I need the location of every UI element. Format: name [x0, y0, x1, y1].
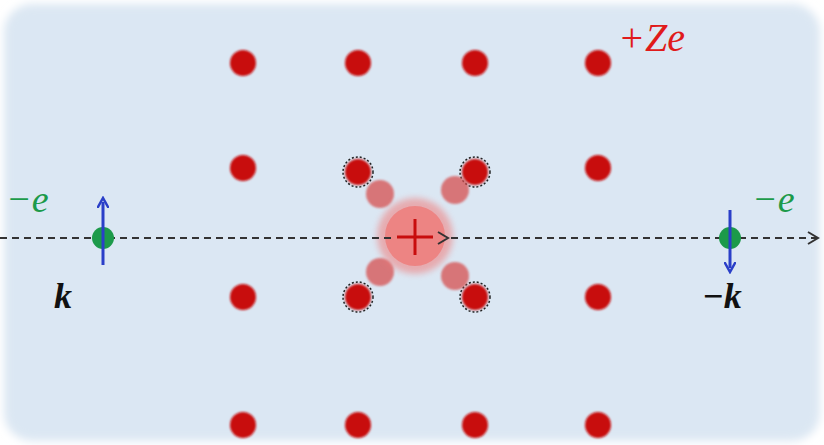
momentum-label: k [54, 278, 72, 314]
charge-label: −e [752, 180, 795, 218]
spin-up-arrow [102, 202, 105, 265]
polarization-core [385, 206, 445, 266]
electron-path [448, 237, 818, 239]
spin-down-arrow [729, 210, 732, 268]
displaced-ion-sites [343, 157, 490, 312]
positive-sign [397, 219, 433, 255]
momentum-label: −k [702, 278, 742, 314]
lattice-ions [230, 50, 611, 438]
background-panel [4, 4, 820, 441]
electron-path-head [740, 238, 818, 239]
charge-label: +Ze [618, 18, 685, 58]
shifted-ions [366, 176, 469, 290]
electron-path [0, 237, 395, 239]
polarization-cloud [377, 198, 453, 274]
charge-label: −e [6, 180, 49, 218]
